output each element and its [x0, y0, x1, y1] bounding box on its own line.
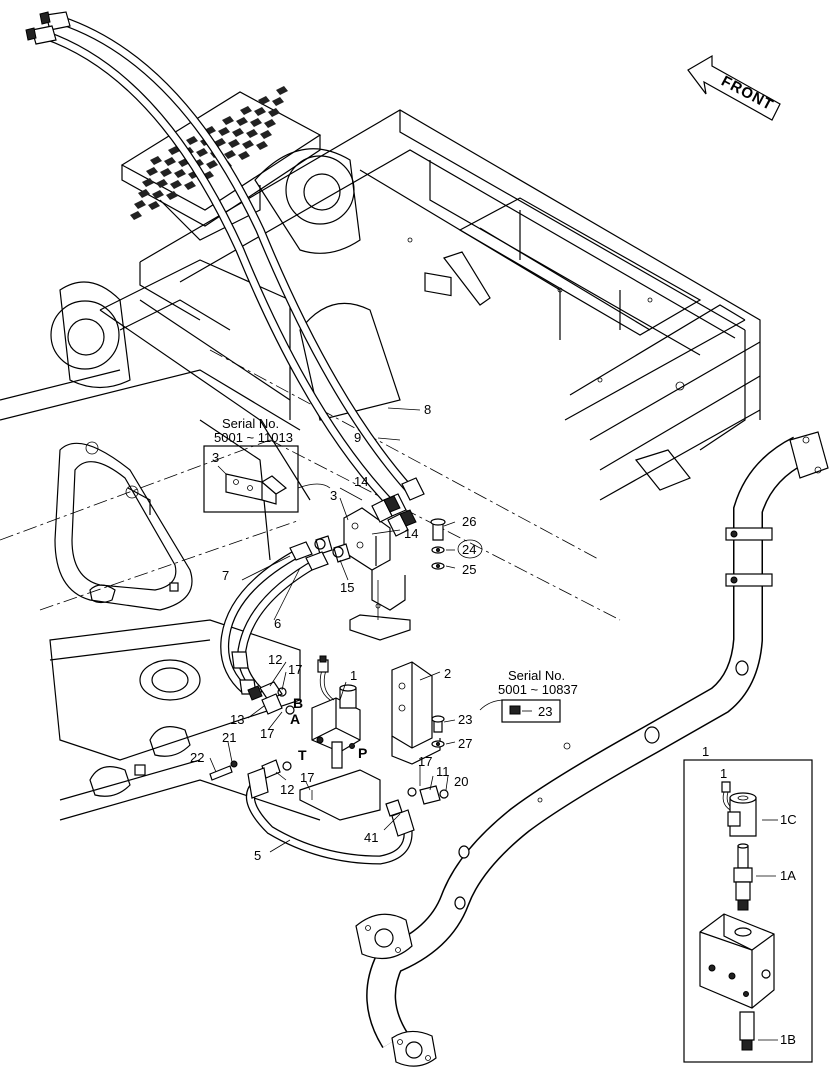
step-hole [246, 129, 258, 138]
step-hole [276, 86, 288, 95]
hose-8-9 [25, 11, 425, 517]
detail-item-connector: 1 [720, 766, 727, 781]
step-hole [240, 106, 252, 115]
callout-1: 1 [350, 668, 357, 683]
step-hole [166, 191, 178, 200]
detail-item-plug: 1B [780, 1032, 796, 1047]
port-p: P [358, 745, 367, 761]
callout-21: 21 [222, 730, 236, 745]
callout-17b: 17 [260, 726, 274, 741]
callout-labels: 8 9 14 3 14 26 24 25 15 7 6 12 17 1 2 B … [190, 402, 483, 863]
port-b: B [293, 695, 303, 711]
step-hole [184, 181, 196, 190]
step-hole [250, 118, 262, 127]
step-hole [160, 168, 172, 177]
serial-note-2: Serial No. 5001 ~ 10837 23 [498, 668, 578, 723]
detail-inset-valve: 1 1 1C 1A 1B [683, 744, 813, 1063]
step-hole [232, 128, 244, 137]
step-hole [150, 156, 162, 165]
step-hole [222, 116, 234, 125]
step-hole [130, 211, 142, 220]
port-a: A [290, 711, 300, 727]
step-hole [142, 178, 154, 187]
callout-26: 26 [462, 514, 476, 529]
callout-27: 27 [458, 736, 472, 751]
serial-note-1-box [203, 445, 299, 513]
leader-lines [209, 407, 506, 853]
step-hole [152, 190, 164, 199]
step-hole [146, 167, 158, 176]
callout-23a: 23 [458, 712, 472, 727]
step-hole [134, 200, 146, 209]
step-hole [260, 130, 272, 139]
callout-3-box: 3 [212, 450, 219, 465]
callout-11: 11 [436, 764, 450, 779]
callout-22: 22 [190, 750, 204, 765]
step-hole [206, 160, 218, 169]
callout-17c: 17 [418, 754, 432, 769]
callout-12b: 12 [280, 782, 294, 797]
callout-23-box: 23 [538, 704, 552, 719]
step-hole [224, 150, 236, 159]
callout-24: 24 [462, 542, 476, 557]
callout-2: 2 [444, 666, 451, 681]
detail-item-coil: 1C [780, 812, 797, 827]
step-hole [272, 97, 284, 106]
serial-note-2-range: 5001 ~ 10837 [498, 682, 578, 697]
detail-inset-frame [683, 759, 813, 1063]
front-arrow: FRONT [687, 54, 781, 121]
callout-6: 6 [274, 616, 281, 631]
callout-14a: 14 [354, 474, 368, 489]
callout-7: 7 [222, 568, 229, 583]
return-pipe [355, 431, 829, 1067]
step-hole [156, 179, 168, 188]
step-hole [138, 189, 150, 198]
port-t: T [298, 747, 307, 763]
callout-3: 3 [330, 488, 337, 503]
step-hole [170, 180, 182, 189]
callout-17d: 17 [300, 770, 314, 785]
hose-6-7 [220, 541, 329, 695]
step-hole [268, 108, 280, 117]
serial-note-2-title: Serial No. [508, 668, 565, 683]
callout-12a: 12 [268, 652, 282, 667]
step-hole [258, 96, 270, 105]
front-arrow-label: FRONT [718, 73, 776, 115]
serial-note-1: Serial No. 5001 ~ 11013 3 [203, 416, 299, 513]
step-hole [264, 119, 276, 128]
callout-15: 15 [340, 580, 354, 595]
callout-41: 41 [364, 830, 378, 845]
step-hole [256, 141, 268, 150]
detail-item-cartridge: 1A [780, 868, 796, 883]
bracket-3 [314, 495, 446, 641]
callout-24-circle [457, 539, 483, 559]
serial-note-1-range: 5001 ~ 11013 [214, 430, 293, 445]
serial-note-1-title: Serial No. [222, 416, 279, 431]
step-hole [196, 148, 208, 157]
step-hole [254, 107, 266, 116]
callout-14b: 14 [404, 526, 418, 541]
step-hole [218, 127, 230, 136]
callout-8: 8 [424, 402, 431, 417]
step-hole [174, 169, 186, 178]
callout-9: 9 [354, 430, 361, 445]
step-hole [228, 139, 240, 148]
serial-note-2-box [501, 699, 561, 723]
step-hole [164, 157, 176, 166]
step-hole [168, 146, 180, 155]
solenoid-valve-1 [209, 655, 449, 865]
step-hole [148, 201, 160, 210]
step-hole [238, 151, 250, 160]
callout-20: 20 [454, 774, 468, 789]
step-hole [242, 140, 254, 149]
callout-5: 5 [254, 848, 261, 863]
step-hole [186, 136, 198, 145]
callout-13: 13 [230, 712, 244, 727]
callout-25: 25 [462, 562, 476, 577]
detail-inset-title: 1 [702, 744, 709, 759]
step-hole [236, 117, 248, 126]
upper-frame-structure [0, 86, 761, 821]
callout-17a: 17 [288, 662, 302, 677]
